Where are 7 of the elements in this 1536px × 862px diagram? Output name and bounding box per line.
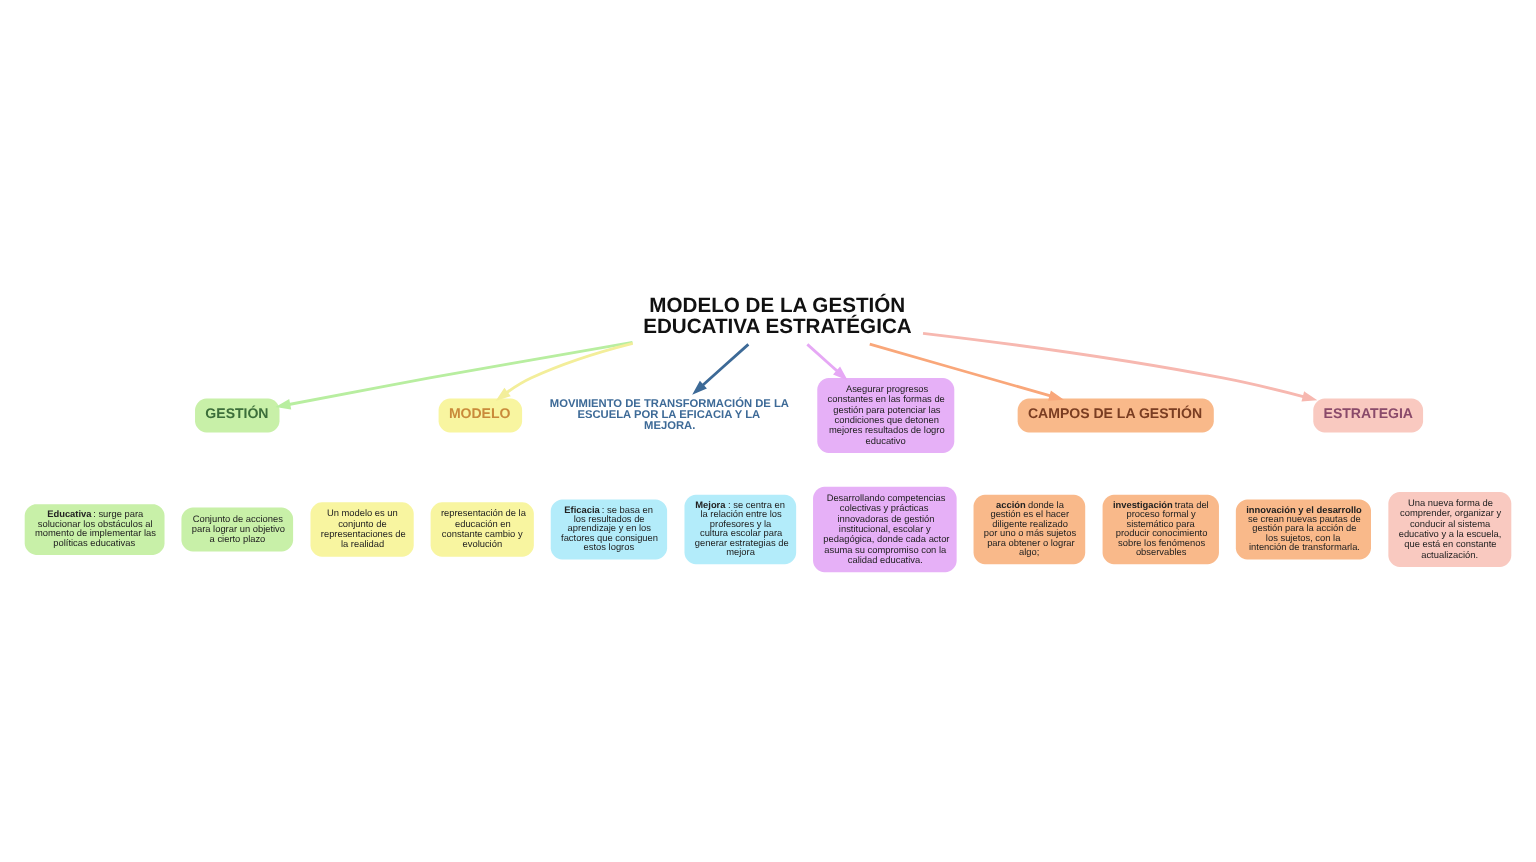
arrow: [692, 343, 750, 395]
arrow: [869, 342, 1064, 401]
arrow: [275, 341, 633, 410]
arrow: [495, 341, 634, 401]
node-text: MODELO DE LA GESTIÓN EDUCATIVA ESTRATÉGICA: [643, 295, 912, 339]
arrow: [806, 343, 848, 381]
arrow: [922, 331, 1318, 402]
